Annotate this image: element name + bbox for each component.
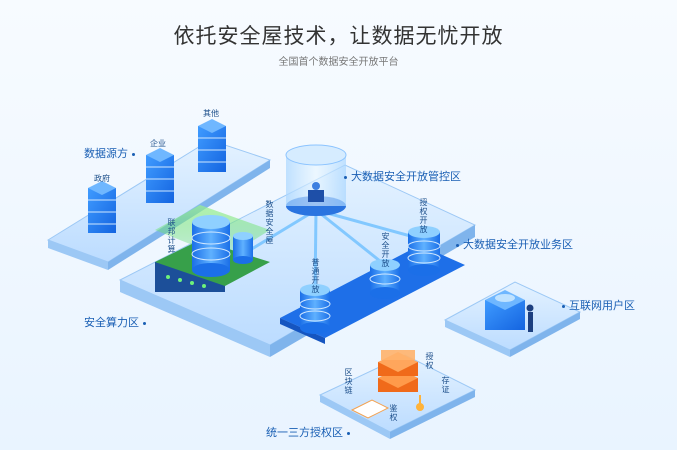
db-cylinder-auth-open <box>407 226 441 276</box>
db-cylinder-normal-open <box>299 284 331 334</box>
compute-cylinder <box>191 215 231 277</box>
db-cylinder-secure-open <box>369 259 401 299</box>
zone-label-secure-compute: 安全算力区 <box>84 314 150 330</box>
label-secure-open: 安全开放 <box>381 232 390 268</box>
orange-auth-stack <box>378 350 418 392</box>
key-icon <box>416 395 424 411</box>
source-label-gov: 政府 <box>94 174 110 183</box>
label-evidence: 存证 <box>441 376 450 394</box>
label-data-safe-house: 数据安全屋 <box>265 200 274 245</box>
server-stack-other <box>198 119 226 172</box>
compute-cylinder-small <box>233 232 253 264</box>
zone-label-internet-user: 互联网用户区 <box>558 297 635 313</box>
connection-lines <box>249 208 426 296</box>
server-stack-gov <box>88 181 116 233</box>
server-stack-enterprise <box>146 148 174 203</box>
label-federated: 联邦计算 <box>167 218 176 254</box>
internet-user-platform <box>443 281 582 357</box>
source-label-enterprise: 企业 <box>150 139 166 148</box>
zone-label-mgmt: 大数据安全开放管控区 <box>340 168 461 184</box>
label-auth-open: 授权开放 <box>419 198 428 234</box>
label-authorize: 授权 <box>425 352 434 370</box>
label-auth-check: 鉴权 <box>389 404 398 422</box>
page-subtitle: 全国首个数据安全开放平台 <box>278 57 399 68</box>
zone-label-business: 大数据安全开放业务区 <box>452 236 573 252</box>
certificate-icon <box>350 399 390 419</box>
page-title: 依托安全屋技术，让数据无忧开放 <box>173 24 504 48</box>
zone-label-auth: 统一三方授权区 <box>266 424 354 440</box>
source-label-other: 其他 <box>203 109 219 118</box>
label-blockchain: 区块链 <box>344 368 353 395</box>
control-cylinder <box>285 144 347 216</box>
zone-label-data-source: 数据源方 <box>84 145 139 161</box>
label-normal-open: 普通开放 <box>311 258 320 294</box>
